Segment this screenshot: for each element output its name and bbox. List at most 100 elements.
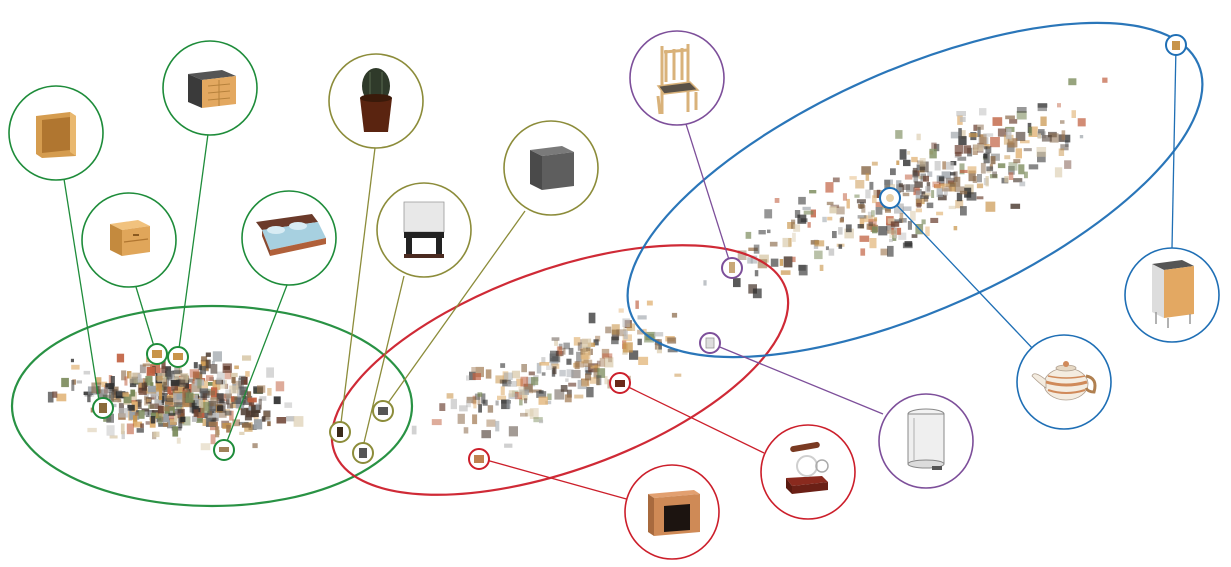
scatter-thumbnail	[792, 232, 796, 242]
scatter-thumbnail	[916, 202, 922, 208]
callout-potted-cactus[interactable]	[328, 53, 424, 149]
marker-lamp[interactable]	[352, 442, 374, 464]
marker-chair[interactable]	[721, 257, 743, 279]
scatter-thumbnail	[855, 180, 865, 189]
scatter-thumbnail	[519, 389, 529, 395]
retro-telephone-icon	[786, 441, 829, 494]
scatter-thumbnail	[189, 402, 197, 413]
callout-fireplace[interactable]	[624, 464, 720, 560]
scatter-thumbnail	[187, 378, 194, 383]
scatter-thumbnail	[554, 340, 558, 346]
callout-double-bed[interactable]	[241, 190, 337, 286]
scatter-thumbnail	[750, 255, 758, 264]
scatter-thumbnail	[941, 171, 951, 179]
scatter-thumbnail	[191, 382, 202, 393]
scatter-thumbnail	[959, 169, 968, 173]
scatter-thumbnail	[539, 419, 544, 424]
marker-telephone[interactable]	[609, 372, 631, 394]
callout-table-lamp[interactable]	[376, 182, 472, 278]
scatter-thumbnail	[211, 361, 215, 365]
scatter-thumbnail	[87, 427, 97, 433]
scatter-thumbnail	[1068, 78, 1077, 86]
scatter-thumbnail	[191, 415, 198, 422]
marker-open-shelf[interactable]	[92, 397, 114, 419]
scatter-thumbnail	[992, 117, 1003, 126]
marker-teapot[interactable]	[879, 187, 901, 209]
callout-chest-of-drawers[interactable]	[162, 40, 258, 136]
marker-pouf[interactable]	[372, 400, 394, 422]
callout-teapot[interactable]	[1016, 334, 1112, 430]
scatter-thumbnail	[1079, 135, 1084, 139]
marker-fireplace[interactable]	[468, 448, 490, 470]
scatter-thumbnail	[1058, 148, 1065, 156]
scatter-thumbnail	[959, 117, 966, 122]
scatter-thumbnail	[863, 215, 874, 223]
scatter-thumbnail	[857, 203, 865, 208]
scatter-thumbnail	[865, 189, 871, 199]
callout-retro-telephone[interactable]	[760, 424, 856, 520]
scatter-thumbnail	[466, 400, 471, 408]
scatter-thumbnail	[983, 152, 990, 164]
scatter-thumbnail	[590, 365, 598, 369]
scatter-thumbnail	[565, 378, 569, 382]
callout-trash-bin[interactable]	[878, 393, 974, 489]
scatter-thumbnail	[262, 416, 266, 422]
marker-cactus[interactable]	[329, 421, 351, 443]
scatter-thumbnail	[139, 364, 146, 374]
scatter-thumbnail	[1036, 147, 1047, 157]
marker-chest-of-drawers[interactable]	[167, 346, 189, 368]
callout-pouf-ottoman[interactable]	[503, 120, 599, 216]
scatter-thumbnail	[176, 437, 181, 444]
scatter-thumbnail	[585, 373, 592, 381]
scatter-thumbnail	[977, 174, 982, 183]
fireplace-icon	[648, 490, 700, 536]
callout-connectors	[63, 45, 1177, 501]
scatter-thumbnail	[501, 400, 511, 404]
scatter-thumbnail	[596, 360, 601, 367]
scatter-thumbnail	[255, 403, 260, 410]
marker-nightstand[interactable]	[146, 343, 168, 365]
callout-nightstand[interactable]	[81, 192, 177, 288]
scatter-thumbnail	[779, 259, 784, 266]
scatter-thumbnail	[497, 395, 507, 400]
scatter-thumbnail	[972, 147, 978, 155]
scatter-thumbnail	[1060, 120, 1065, 124]
scatter-thumbnail	[98, 389, 108, 399]
marker-trash-bin[interactable]	[699, 332, 721, 354]
scatter-thumbnail	[599, 357, 606, 367]
nightstand-icon	[110, 220, 150, 256]
scatter-thumbnail	[552, 366, 557, 375]
callout-open-shelf-cabinet[interactable]	[8, 85, 104, 181]
scatter-thumbnail	[907, 151, 911, 155]
scatter-thumbnail	[538, 390, 544, 394]
scatter-thumbnail	[210, 434, 216, 445]
scatter-thumbnail	[486, 419, 496, 427]
scatter-thumbnail	[903, 159, 911, 167]
scatter-thumbnail	[200, 366, 206, 375]
scatter-thumbnail	[199, 388, 209, 394]
scatter-thumbnail	[201, 402, 210, 413]
scatter-thumbnail	[1008, 162, 1018, 171]
callout-wooden-chair[interactable]	[629, 30, 725, 126]
scatter-thumbnail	[794, 210, 801, 218]
scatter-thumbnail	[931, 142, 937, 149]
scatter-thumbnail	[878, 226, 888, 236]
scatter-thumbnail	[155, 388, 162, 397]
scatter-thumbnail	[1007, 138, 1018, 148]
marker-double-bed[interactable]	[213, 439, 235, 461]
scatter-thumbnail	[581, 338, 592, 348]
scatter-thumbnail	[526, 377, 536, 387]
callout-kitchen-cabinet[interactable]	[1124, 247, 1220, 343]
scatter-thumbnail	[495, 400, 499, 406]
scatter-thumbnail	[137, 374, 142, 380]
scatter-thumbnail	[556, 346, 563, 355]
scatter-thumbnail	[1005, 128, 1012, 140]
scatter-thumbnail	[956, 192, 963, 202]
scatter-thumbnail	[646, 300, 653, 306]
scatter-thumbnail	[71, 380, 75, 391]
scatter-thumbnail	[983, 133, 994, 137]
scatter-thumbnail	[221, 380, 226, 385]
scatter-thumbnail	[263, 410, 271, 417]
marker-kitchen-cabinet[interactable]	[1165, 34, 1187, 56]
scatter-thumbnail	[142, 363, 151, 367]
